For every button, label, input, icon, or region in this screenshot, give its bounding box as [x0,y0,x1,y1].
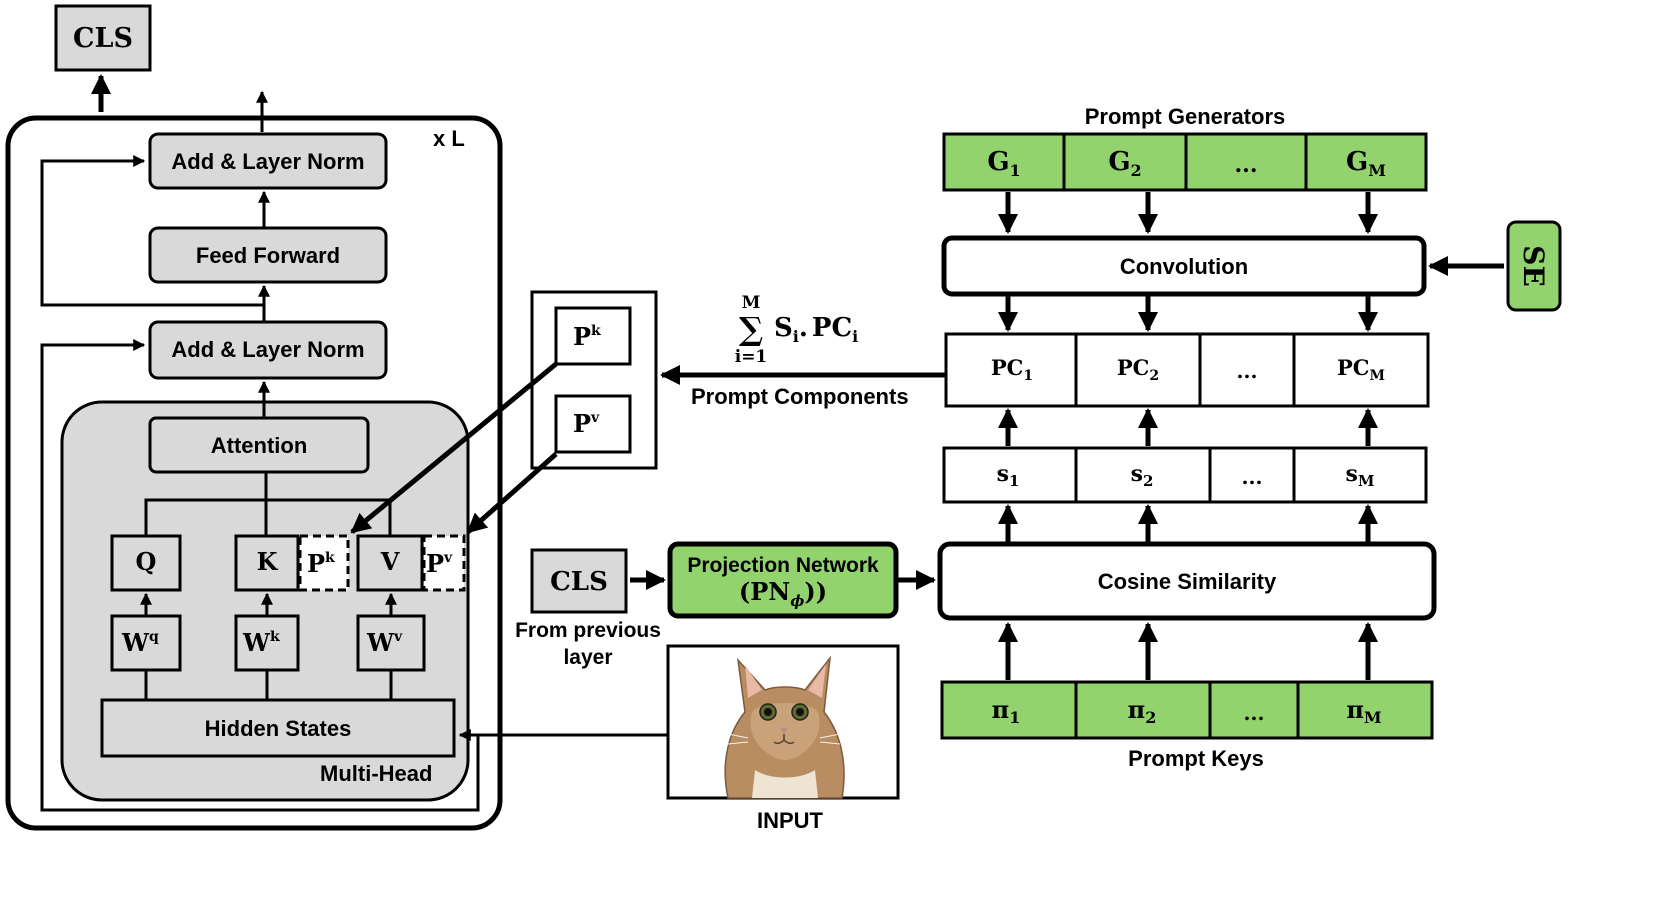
component-label: ... [1237,359,1258,383]
sum-upper: M [742,293,761,313]
sum-term: Si.PCi [774,313,858,346]
score-label: sM [1346,461,1375,490]
component-label: PC2 [1117,355,1159,384]
se-label: SE [1517,245,1550,287]
generator-label: G2 [1108,147,1141,180]
pk-box [554,306,632,366]
pk-label: Pk [573,322,601,351]
cls-output-box [54,4,152,72]
score-cell [1292,446,1428,504]
pv-slot-label: Pv [426,549,453,578]
q-box [110,534,182,592]
generator-cell [942,132,1066,192]
pv-label: Pv [573,409,600,438]
attention-box [148,416,370,474]
pk-slot-label: Pk [307,549,335,578]
key-label: π1 [992,695,1021,727]
score-label: ... [1242,465,1263,489]
se-box [1506,220,1562,312]
wv-label: Wv [366,628,403,657]
add-norm-bottom-label: Add & Layer Norm [171,337,364,362]
score-cell [942,446,1078,504]
projection-network-box [667,541,899,619]
key-label: π2 [1128,695,1157,727]
residual-connection-top [40,155,264,307]
sum-lower: i=1 [735,347,768,367]
score-cell [1074,446,1212,504]
generator-cell [1304,132,1428,192]
repeat-label: x L [433,126,465,151]
pk-injection-arrow [350,362,558,534]
score-label: s1 [997,461,1020,490]
multi-head-label: Multi-Head [320,761,432,786]
hidden-states-box [100,698,456,758]
generator-cell [1184,132,1308,192]
convolution-box [941,235,1427,297]
residual-connection-bottom [40,339,480,812]
prompt-components-label: Prompt Components [691,384,909,409]
encoder-layer-block [5,115,503,831]
score-cell [1208,446,1296,504]
k-box [234,534,300,592]
cls-previous-label: CLS [550,567,608,597]
sum-symbol: ∑ [739,310,763,348]
generator-label: G1 [987,147,1020,180]
cls-output-label: CLS [73,23,133,54]
attention-label: Attention [211,433,308,458]
hidden-states-label: Hidden States [205,716,352,741]
cls-previous-caption-2: layer [563,646,612,669]
qkv-connector [144,498,392,536]
wv-box [356,614,426,672]
cosine-similarity-box [937,541,1437,621]
projection-network-label: Projection Network [687,554,879,577]
component-cell [1074,332,1202,408]
key-cell [940,680,1078,740]
add-norm-top-label: Add & Layer Norm [171,149,364,174]
feed-forward-box [148,226,388,284]
generator-label: ... [1235,152,1258,178]
q-label: Q [136,547,157,576]
component-label: PC1 [991,355,1033,384]
pv-slot-in-attention [422,534,466,592]
component-cell [1292,332,1430,408]
add-norm-bottom-box [148,320,388,380]
pv-box [554,394,632,454]
component-cell [1198,332,1296,408]
cosine-similarity-label: Cosine Similarity [1098,569,1277,594]
pv-injection-arrow [466,452,558,534]
key-cell [1296,680,1434,740]
generator-label: GM [1346,147,1386,180]
v-box [356,534,424,592]
add-norm-top-box [148,132,388,190]
score-label: s2 [1131,461,1154,490]
feed-forward-label: Feed Forward [196,243,340,268]
convolution-label: Convolution [1120,254,1248,279]
wq-label: Wq [121,628,159,657]
key-label: ... [1244,701,1265,725]
prompt-generators-title: Prompt Generators [1085,104,1286,129]
k-label: K [257,547,279,576]
prompt-keys-title: Prompt Keys [1128,746,1264,771]
cls-previous-box [530,548,628,614]
wk-label: Wk [242,628,280,657]
component-label: PCM [1337,355,1385,384]
key-cell [1074,680,1212,740]
pk-slot-in-attention [298,534,350,592]
projection-network-symbol: (PNϕ)) [739,577,827,610]
cat-image [724,655,845,799]
cls-previous-caption-1: From previous [515,619,661,642]
v-label: V [380,547,400,576]
key-label: πM [1346,695,1381,727]
component-cell [944,332,1078,408]
input-label: INPUT [757,808,824,833]
